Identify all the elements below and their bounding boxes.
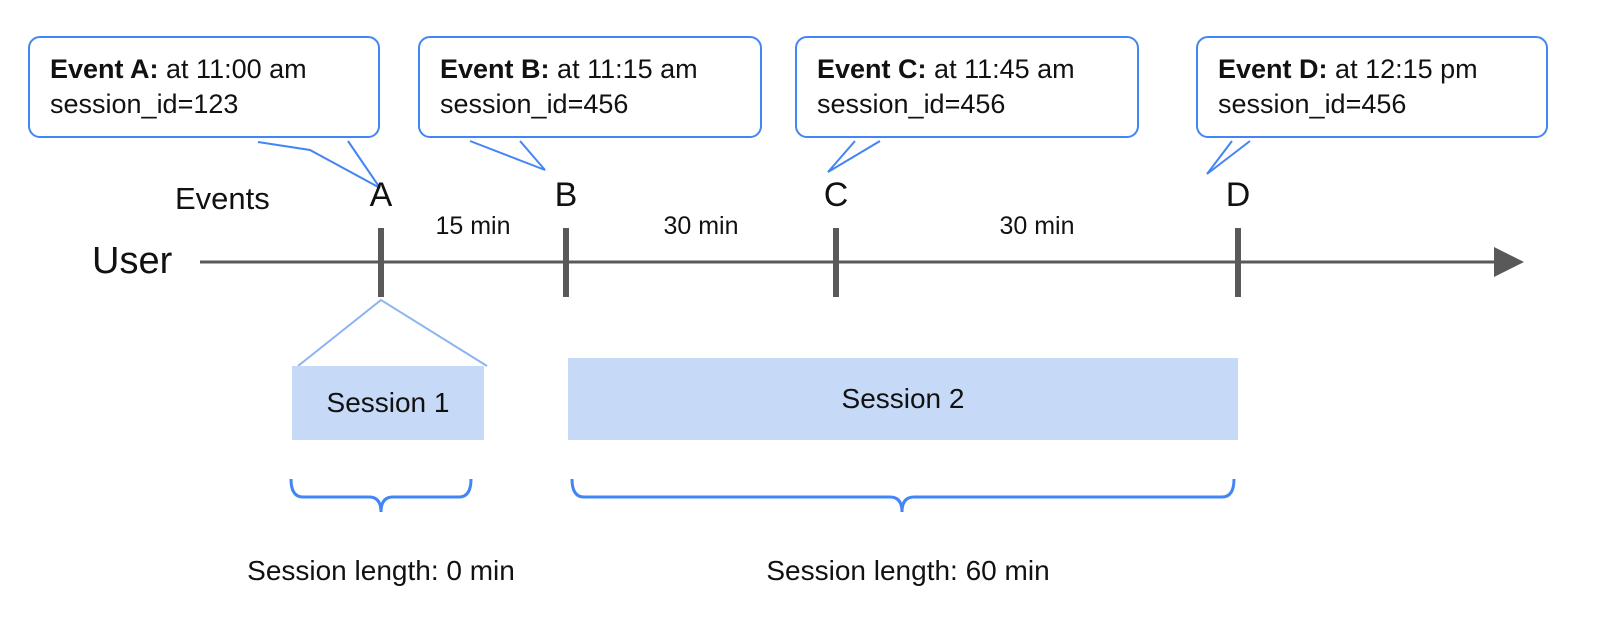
callout-b-time: at 11:15 am <box>557 54 698 84</box>
callout-d-session: session_id=456 <box>1218 89 1407 120</box>
callout-event-a: Event A: at 11:00 am session_id=123 <box>28 36 380 139</box>
gap-label-b-c: 30 min <box>663 212 739 240</box>
marker-label-d: D <box>1225 176 1251 214</box>
callout-event-b: Event B: at 11:15 am session_id=456 <box>418 36 762 139</box>
callout-c-label: Event C: <box>817 54 927 84</box>
callout-c-time: at 11:45 am <box>934 54 1075 84</box>
session-box-2: Session 2 <box>568 358 1238 440</box>
callout-event-c: Event C: at 11:45 am session_id=456 <box>795 36 1139 139</box>
session1-connector <box>297 298 488 367</box>
marker-label-b: B <box>554 176 578 214</box>
callout-leader-c <box>827 140 881 173</box>
gap-label-c-d: 30 min <box>999 212 1075 240</box>
callout-b-session: session_id=456 <box>440 89 629 120</box>
callout-c-session: session_id=456 <box>817 89 1006 120</box>
session-box-1-label: Session 1 <box>326 387 450 418</box>
marker-label-c: C <box>823 176 849 214</box>
events-row-label: Events <box>175 181 270 216</box>
callout-a-session: session_id=123 <box>50 89 239 120</box>
callout-b-label: Event B: <box>440 54 550 84</box>
callout-leader-a2 <box>347 140 381 189</box>
callout-a-label: Event A: <box>50 54 159 84</box>
session-box-2-label: Session 2 <box>841 383 965 414</box>
callout-event-d: Event D: at 12:15 pm session_id=456 <box>1196 36 1548 139</box>
session1-brace <box>289 478 473 513</box>
callout-d-label: Event D: <box>1218 54 1328 84</box>
session2-brace <box>570 478 1236 513</box>
callout-leader-d <box>1206 140 1251 175</box>
session-length-label-2: Session length: 60 min <box>766 555 1050 586</box>
session-length-label-1: Session length: 0 min <box>247 555 515 586</box>
marker-label-a: A <box>369 176 393 214</box>
callout-d-time: at 12:15 pm <box>1335 54 1478 84</box>
session-box-1: Session 1 <box>292 366 484 440</box>
callout-a-time: at 11:00 am <box>166 54 307 84</box>
gap-label-a-b: 15 min <box>435 212 511 240</box>
user-actor-label: User <box>92 240 173 282</box>
callout-leader-a <box>257 141 381 189</box>
callout-leader-b <box>469 140 546 171</box>
